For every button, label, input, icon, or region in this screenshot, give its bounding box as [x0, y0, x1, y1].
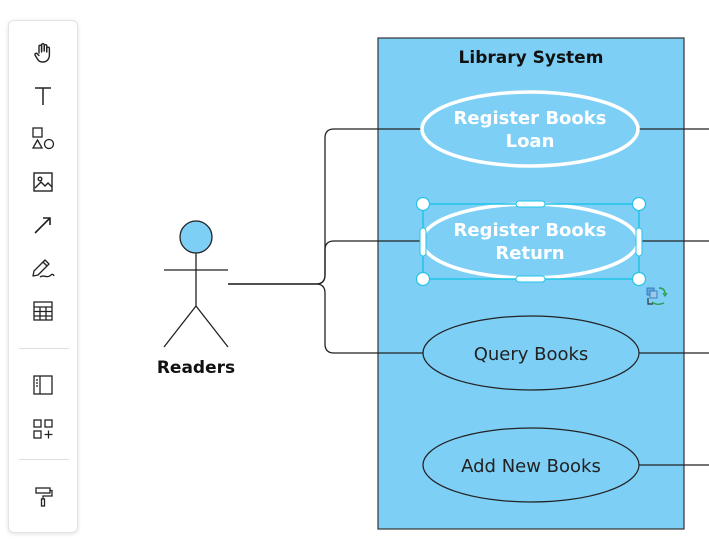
toolbar-divider: [19, 348, 69, 349]
pen-icon: [32, 259, 55, 278]
system-title: Library System: [459, 48, 604, 68]
use-case-register-loan[interactable]: Register Books Loan: [420, 90, 640, 168]
format-painter-icon: [35, 487, 53, 507]
template-tool-button[interactable]: [27, 369, 59, 401]
arrow-tool-button[interactable]: [27, 209, 59, 241]
more-shapes-tool-button[interactable]: [27, 413, 59, 445]
hand-icon: [34, 43, 51, 63]
association-line-return[interactable]: [228, 240, 423, 285]
resize-handle[interactable]: [515, 200, 546, 208]
shapes-tool-button[interactable]: [27, 123, 59, 155]
text-icon: [35, 87, 51, 105]
resize-handle[interactable]: [415, 271, 431, 287]
shapes-icon: [31, 127, 55, 150]
actor-head: [179, 220, 213, 254]
use-case-add-new-books[interactable]: Add New Books: [422, 427, 640, 503]
resize-handle[interactable]: [515, 275, 546, 283]
resize-handle[interactable]: [631, 196, 647, 212]
resize-handle[interactable]: [419, 227, 427, 257]
image-tool-button[interactable]: [27, 166, 59, 198]
actor-body: [163, 253, 229, 348]
template-icon: [33, 375, 53, 395]
more-shapes-icon: [33, 419, 53, 439]
text-tool-button[interactable]: [27, 80, 59, 112]
actor-label: Readers: [157, 358, 235, 378]
replace-shape-icon[interactable]: [646, 287, 668, 305]
table-tool-button[interactable]: [27, 295, 59, 327]
pen-tool-button[interactable]: [27, 252, 59, 284]
selection-box[interactable]: [415, 196, 668, 305]
association-line-query[interactable]: [228, 283, 423, 354]
table-icon: [33, 301, 53, 321]
actor-readers[interactable]: Readers: [157, 220, 235, 378]
image-icon: [33, 172, 53, 192]
toolbar-divider: [19, 459, 69, 460]
arrow-icon: [34, 217, 51, 234]
resize-handle[interactable]: [415, 196, 431, 212]
use-case-label: Add New Books: [461, 456, 601, 477]
use-case-label-line1: Register Books: [454, 220, 607, 241]
use-case-label-line1: Register Books: [454, 108, 607, 129]
resize-handle[interactable]: [635, 227, 643, 257]
use-case-query-books[interactable]: Query Books: [422, 315, 640, 391]
resize-handle[interactable]: [631, 271, 647, 287]
format-painter-button[interactable]: [27, 481, 59, 513]
left-toolbar: [8, 20, 78, 533]
use-case-register-return[interactable]: Register Books Return: [420, 202, 640, 280]
use-case-label: Query Books: [474, 344, 589, 365]
use-case-label-line2: Loan: [506, 131, 555, 152]
association-lines: [228, 128, 709, 466]
use-case-label-line2: Return: [495, 243, 564, 264]
hand-tool-button[interactable]: [27, 37, 59, 69]
